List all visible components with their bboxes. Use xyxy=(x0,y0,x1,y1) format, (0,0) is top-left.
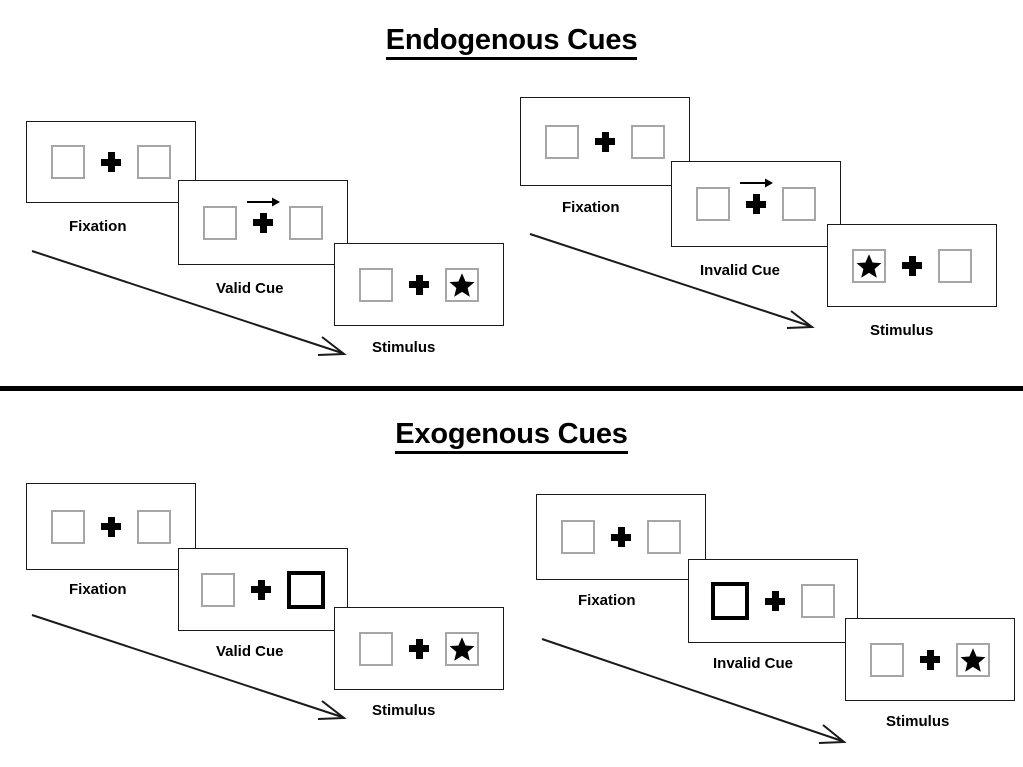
panel-exogenous-invalid-fixation[interactable] xyxy=(536,494,706,580)
caption-endogenous-invalid-fixation: Fixation xyxy=(562,199,620,216)
plus-icon xyxy=(611,527,631,547)
panel-content xyxy=(51,145,171,179)
panel-content xyxy=(852,248,972,283)
diagonal-arrow-icon-endogenous-invalid xyxy=(528,232,818,332)
panel-exogenous-valid-stimulus[interactable] xyxy=(334,607,504,690)
section-title-endogenous-text: Endogenous Cues xyxy=(385,24,637,60)
caption-endogenous-valid-fixation: Fixation xyxy=(69,218,127,235)
panel-exogenous-invalid-stimulus[interactable] xyxy=(845,618,1015,701)
panel-endogenous-valid-stimulus[interactable] xyxy=(334,243,504,326)
box-left xyxy=(545,124,579,159)
panel-content xyxy=(359,631,479,666)
panel-content xyxy=(359,267,479,302)
box-left xyxy=(51,509,85,544)
box-right xyxy=(647,520,681,554)
plus-icon xyxy=(920,649,940,670)
section-title-endogenous: Endogenous Cues xyxy=(0,24,1023,60)
plus-icon xyxy=(101,516,121,537)
box-left xyxy=(870,642,904,677)
caption-endogenous-invalid-stimulus: Stimulus xyxy=(870,322,934,339)
caption-endogenous-valid-stimulus: Stimulus xyxy=(372,339,436,356)
box-left xyxy=(359,631,393,666)
panel-content xyxy=(545,124,665,159)
plus-icon xyxy=(740,178,773,214)
box-left xyxy=(51,145,85,179)
panel-exogenous-valid-fixation[interactable] xyxy=(26,483,196,570)
panel-content xyxy=(201,570,325,609)
box-right xyxy=(782,187,816,221)
plus-icon xyxy=(595,131,615,152)
caption-exogenous-invalid-stimulus: Stimulus xyxy=(886,713,950,730)
caption-exogenous-valid-fixation: Fixation xyxy=(69,581,127,598)
diagonal-arrow-icon-exogenous-invalid xyxy=(540,637,850,747)
panel-content xyxy=(203,197,323,240)
box-left-target xyxy=(852,248,886,283)
box-right xyxy=(631,124,665,159)
panel-endogenous-invalid-stimulus[interactable] xyxy=(827,224,997,307)
box-right-target xyxy=(445,631,479,666)
panel-exogenous-invalid-cue[interactable] xyxy=(688,559,858,643)
box-left xyxy=(561,520,595,554)
box-left xyxy=(203,205,237,240)
caption-exogenous-valid-stimulus: Stimulus xyxy=(372,702,436,719)
diagonal-arrow-icon-endogenous-valid xyxy=(30,249,350,359)
panel-content xyxy=(696,178,816,221)
panel-content xyxy=(561,520,681,554)
box-right xyxy=(137,145,171,179)
box-right-target xyxy=(956,642,990,677)
star-icon xyxy=(449,272,475,298)
caption-exogenous-valid-cue: Valid Cue xyxy=(216,643,284,660)
star-icon xyxy=(856,253,882,279)
right-arrow-icon xyxy=(246,196,280,208)
caption-endogenous-valid-cue: Valid Cue xyxy=(216,280,284,297)
caption-exogenous-invalid-fixation: Fixation xyxy=(578,592,636,609)
panel-exogenous-valid-cue[interactable] xyxy=(178,548,348,631)
panel-endogenous-invalid-fixation[interactable] xyxy=(520,97,690,186)
plus-icon xyxy=(409,274,429,295)
plus-icon xyxy=(251,579,271,600)
panel-endogenous-valid-fixation[interactable] xyxy=(26,121,196,203)
plus-icon xyxy=(247,197,280,233)
section-title-exogenous-text: Exogenous Cues xyxy=(395,418,628,454)
box-right-target xyxy=(445,267,479,302)
plus-icon xyxy=(409,638,429,659)
caption-exogenous-invalid-cue: Invalid Cue xyxy=(713,655,794,672)
caption-endogenous-invalid-cue: Invalid Cue xyxy=(700,262,781,279)
box-left xyxy=(201,572,235,607)
plus-icon xyxy=(765,591,785,611)
box-right xyxy=(137,509,171,544)
plus-icon xyxy=(902,255,922,276)
panel-content xyxy=(711,582,835,620)
section-divider xyxy=(0,386,1023,391)
right-arrow-icon xyxy=(739,177,773,189)
section-title-exogenous: Exogenous Cues xyxy=(0,418,1023,454)
panel-content xyxy=(870,642,990,677)
plus-icon xyxy=(101,152,121,172)
box-right xyxy=(289,205,323,240)
box-right-cue-highlight xyxy=(287,570,325,609)
box-left-cue-highlight xyxy=(711,582,749,620)
box-right xyxy=(801,584,835,618)
panel-endogenous-invalid-cue[interactable] xyxy=(671,161,841,247)
box-left xyxy=(696,187,730,221)
star-icon xyxy=(960,647,986,673)
box-right xyxy=(938,248,972,283)
star-icon xyxy=(449,636,475,662)
panel-endogenous-valid-cue[interactable] xyxy=(178,180,348,265)
box-left xyxy=(359,267,393,302)
panel-content xyxy=(51,509,171,544)
